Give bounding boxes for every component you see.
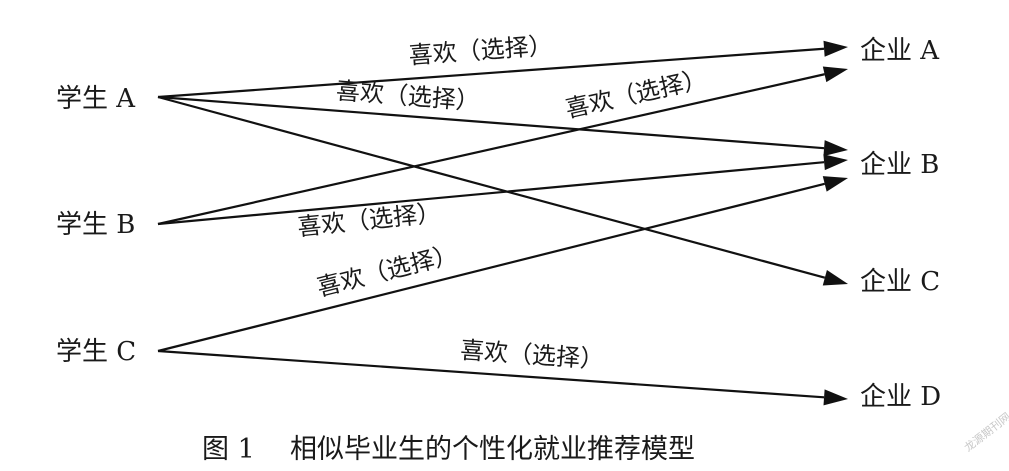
company-node-b: 企业 B: [860, 150, 939, 180]
student-node-c: 学生 C: [56, 337, 136, 367]
edge-label-student-a-to-company-b: 喜欢（选择）: [335, 77, 481, 116]
arrowhead-student-c-to-company-b: [822, 176, 848, 192]
edge-labels-layer: 喜欢（选择）喜欢（选择）喜欢（选择）喜欢（选择）喜欢（选择）喜欢（选择）: [296, 31, 709, 374]
edge-student-a-to-company-c: [157, 95, 826, 279]
edge-label-student-b-to-company-b: 喜欢（选择）: [296, 199, 442, 242]
figure-number: 图 1: [202, 434, 255, 465]
edge-label-student-c-to-company-d: 喜欢（选择）: [459, 336, 605, 374]
watermark: 龙源期刊网: [961, 409, 1009, 454]
company-node-a: 企业 A: [860, 36, 940, 66]
edge-student-c-to-company-b: [157, 182, 825, 353]
arrowhead-student-a-to-company-c: [822, 270, 848, 286]
company-node-c: 企业 C: [860, 267, 940, 297]
arrowhead-student-b-to-company-a: [822, 66, 848, 83]
edge-student-c-to-company-d: [157, 349, 825, 399]
edge-student-b-to-company-b: [157, 161, 825, 226]
edge-label-student-b-to-company-a: 喜欢（选择）: [563, 65, 710, 124]
edge-student-a-to-company-b: [157, 95, 825, 150]
arrowhead-student-a-to-company-a: [823, 40, 848, 57]
edge-student-b-to-company-a: [157, 73, 825, 226]
edges-layer: [157, 40, 848, 406]
student-node-a: 学生 A: [56, 84, 136, 114]
student-node-b: 学生 B: [56, 210, 135, 240]
arrowhead-student-c-to-company-d: [823, 389, 848, 406]
edge-label-student-a-to-company-a: 喜欢（选择）: [408, 31, 554, 69]
company-node-d: 企业 D: [860, 382, 941, 412]
figure-title: 相似毕业生的个性化就业推荐模型: [290, 434, 695, 465]
edge-student-a-to-company-a: [157, 47, 825, 99]
arrowhead-student-a-to-company-b: [823, 140, 848, 157]
arrowhead-student-b-to-company-b: [823, 154, 848, 171]
